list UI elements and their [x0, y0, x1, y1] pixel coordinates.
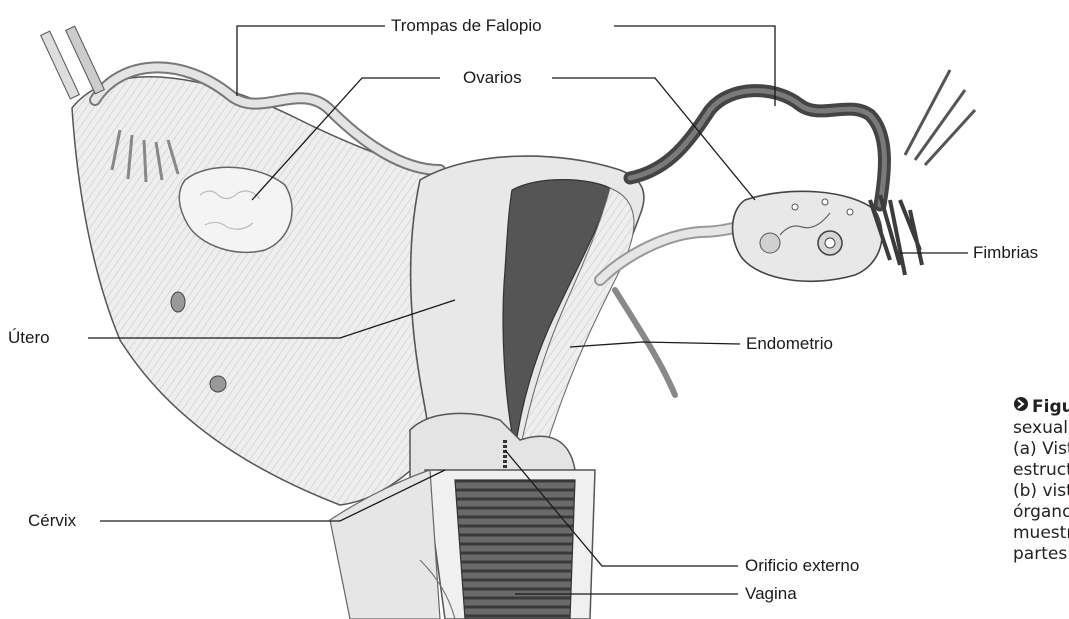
- label-endometrio: Endometrio: [746, 334, 833, 354]
- caption-line: (a) Vista: [1013, 439, 1069, 460]
- label-trompas-de-falopio: Trompas de Falopio: [391, 16, 542, 36]
- label-fimbrias: Fimbrias: [973, 243, 1038, 263]
- caption-title-line: Figu: [1013, 397, 1069, 418]
- caption-line: órgano: [1013, 502, 1069, 523]
- leader-endometrio: [570, 342, 740, 347]
- label-ovarios: Ovarios: [463, 68, 522, 88]
- label-utero: Útero: [8, 328, 50, 348]
- caption-line: (b) vista: [1013, 481, 1069, 502]
- caption-line: sexual i: [1013, 418, 1069, 439]
- caption-line: partes c: [1013, 544, 1069, 565]
- figure-caption: Figu sexual i (a) Vista estructu (b) vis…: [1013, 397, 1069, 565]
- label-vagina: Vagina: [745, 584, 797, 604]
- caption-line: muestra: [1013, 523, 1069, 544]
- broad-ligament-left: [72, 77, 455, 505]
- ovary-right: [733, 191, 883, 281]
- leader-trompas: [237, 26, 385, 96]
- label-orificio-externo: Orificio externo: [745, 556, 859, 576]
- caption-title: Figu: [1032, 397, 1069, 417]
- label-cervix: Cérvix: [28, 511, 76, 531]
- caption-line: estructu: [1013, 460, 1069, 481]
